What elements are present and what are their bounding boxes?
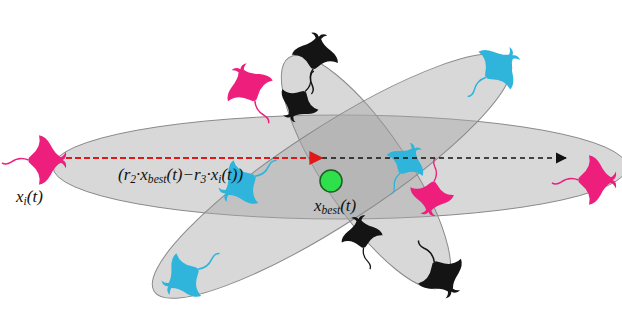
- ray-tail: [302, 71, 317, 93]
- dashed-arrow: [322, 157, 566, 159]
- ray-tail: [465, 76, 489, 97]
- dashed-path: [66, 157, 322, 159]
- ray-body: [406, 178, 455, 219]
- ray-tail: [253, 99, 269, 125]
- orbit-ellipses: [53, 20, 622, 322]
- manta-ray: [371, 135, 434, 203]
- manta-ray: [400, 227, 475, 307]
- step-vector: [66, 157, 322, 159]
- ray-tail: [417, 238, 435, 264]
- ray-body: [290, 29, 342, 72]
- manta-ray: [217, 56, 289, 135]
- ray-body: [382, 135, 434, 183]
- orbit-ellipse: [128, 20, 536, 322]
- label-holder: (r2·xbest(t)−r3·xi(t)): [118, 166, 243, 185]
- ray-body: [579, 155, 617, 204]
- ray-body: [153, 248, 210, 310]
- label-holder: xbest(t): [314, 197, 356, 216]
- best-position-dot: [320, 170, 342, 192]
- ray-body: [210, 155, 267, 217]
- ray-body: [470, 34, 531, 96]
- ray-tail: [362, 247, 371, 270]
- manta-rays: [2, 29, 616, 309]
- ray-tail: [253, 159, 279, 177]
- label-holder: xi(t): [16, 188, 43, 207]
- math-label: xbest(t): [314, 197, 356, 216]
- math-label: (r2·xbest(t)−r3·xi(t)): [118, 166, 243, 185]
- ray-body: [217, 56, 278, 111]
- ray-body: [29, 135, 67, 184]
- ray-tail: [552, 178, 579, 184]
- manta-ray: [153, 235, 233, 310]
- manta-ray: [2, 135, 66, 184]
- math-label: xi(t): [16, 188, 43, 207]
- manta-ray: [286, 29, 343, 97]
- ray-tail: [196, 252, 222, 270]
- manta-ray: [210, 142, 290, 217]
- manta-ray: [271, 62, 334, 130]
- ray-body: [338, 213, 384, 251]
- manta-ray: [450, 34, 531, 113]
- manta-ray: [552, 155, 616, 204]
- ray-body: [413, 250, 475, 307]
- ray-tail: [2, 158, 29, 164]
- ray-tail: [430, 158, 439, 182]
- ray-tail: [388, 173, 403, 195]
- ray-body: [271, 81, 323, 129]
- manta-ray: [338, 213, 388, 273]
